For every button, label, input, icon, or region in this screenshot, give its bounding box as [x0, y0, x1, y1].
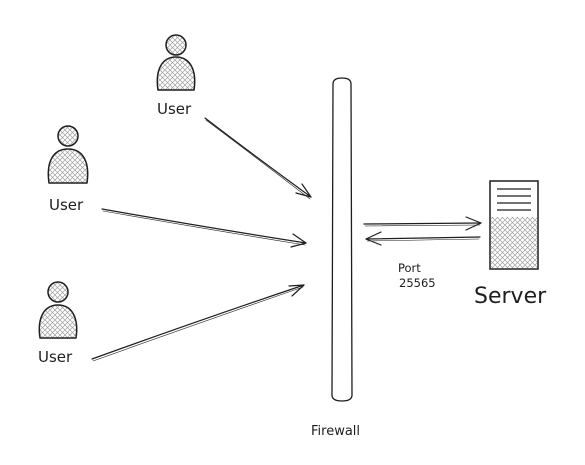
port-number: 25565: [399, 276, 436, 290]
firewall-label: Firewall: [311, 424, 361, 439]
user-1-icon: [156, 34, 196, 91]
user-2-label: User: [49, 196, 84, 214]
server-icon: [489, 180, 539, 270]
server-label: Server: [474, 284, 547, 309]
arrow-user-3-to-firewall: [91, 284, 305, 362]
user-3-icon: [38, 281, 78, 339]
user-1-label: User: [157, 100, 192, 118]
user-3-label: User: [38, 348, 73, 366]
arrow-firewall-to-server: [363, 216, 482, 231]
arrow-user-1-to-firewall: [204, 117, 312, 200]
arrow-user-2-to-firewall: [101, 208, 307, 248]
firewall-wall: [331, 77, 353, 402]
arrow-server-to-firewall: [365, 231, 481, 246]
port-label: Port: [398, 261, 421, 275]
user-2-icon: [47, 125, 89, 184]
